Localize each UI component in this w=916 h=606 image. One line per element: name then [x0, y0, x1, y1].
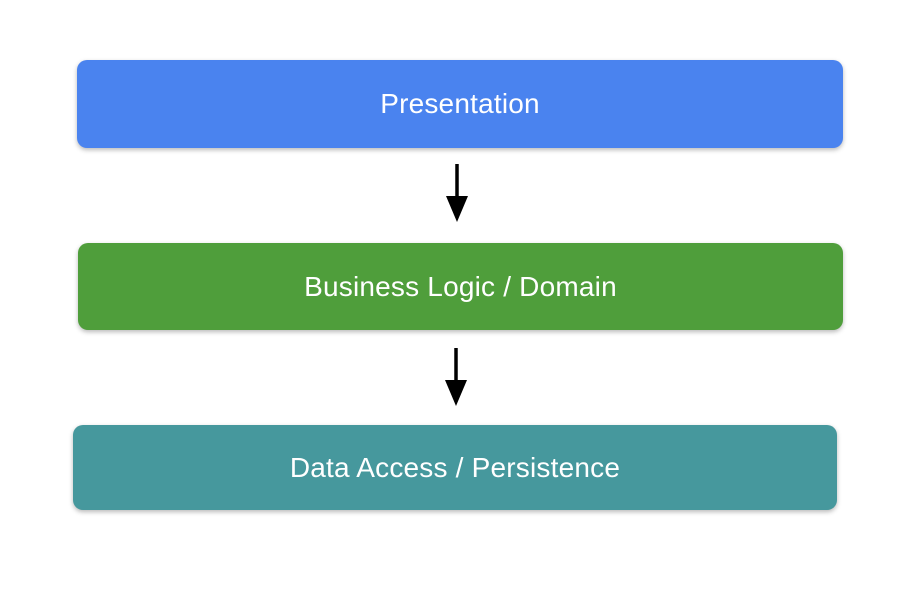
- arrow-down-icon: [445, 348, 467, 406]
- layer-label-data-access: Data Access / Persistence: [289, 451, 621, 483]
- layer-box-presentation: Presentation: [77, 60, 843, 148]
- layer-label-presentation: Presentation: [380, 88, 540, 119]
- arrow-down-icon: [446, 164, 468, 222]
- layer-label-business-logic: Business Logic / Domain: [304, 270, 617, 302]
- layer-box-data-access: Data Access / Persistence: [73, 425, 837, 510]
- layer-box-business-logic: Business Logic / Domain: [78, 243, 843, 330]
